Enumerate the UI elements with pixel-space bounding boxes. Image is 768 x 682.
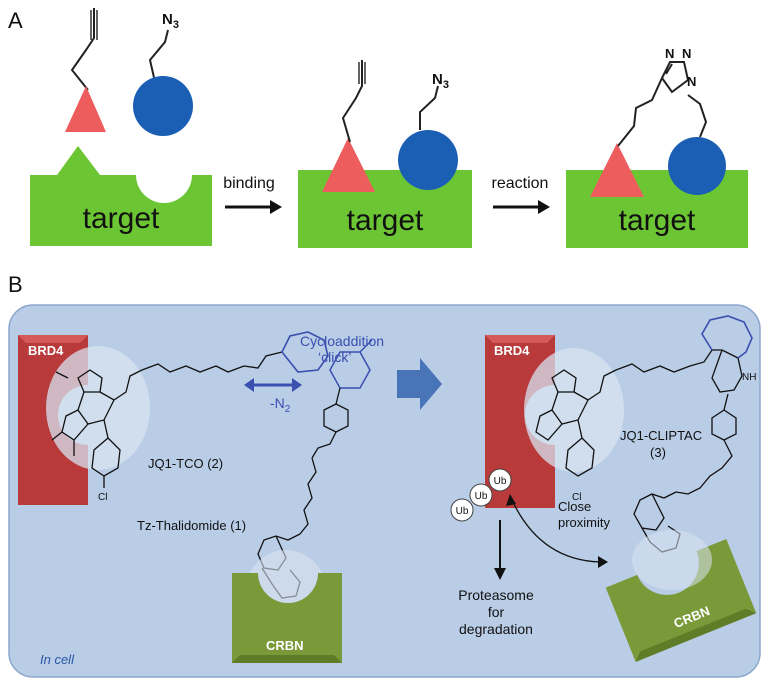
triazole-linker	[617, 77, 708, 147]
azide-label-2: N3	[432, 71, 449, 91]
alkyne-triple-bond	[90, 10, 98, 40]
alkyne-linker	[70, 8, 95, 91]
brd4-label: BRD4	[28, 343, 64, 358]
cycloaddition-label: Cycloaddition	[300, 333, 384, 349]
triazole-n3: N	[687, 74, 696, 89]
target-label-2: target	[347, 204, 424, 237]
ubiquitin-chain: Ub Ub Ub	[450, 468, 512, 522]
big-transition-arrow	[397, 358, 442, 410]
target-label: target	[83, 202, 160, 235]
cl-label-right: Cl	[572, 492, 581, 503]
proteasome-for-label: for	[488, 604, 505, 620]
jq1-cliptac-label: JQ1-CLIPTAC	[620, 428, 702, 443]
ub-label-2: Ub	[475, 491, 488, 502]
ligand-circle	[133, 76, 193, 136]
triazole-n2: N	[682, 46, 691, 61]
proteasome-degradation-label: degradation	[459, 621, 533, 637]
crbn-bevel-right	[635, 608, 757, 662]
thalidomide-halo-right	[632, 530, 712, 590]
click-label: ‘click’	[318, 349, 351, 365]
jq1-tco-label: JQ1-TCO (2)	[148, 456, 223, 471]
jq1-tco-structure	[51, 351, 283, 488]
cl-label: Cl	[98, 492, 107, 503]
alkyne-linker-2	[341, 60, 363, 143]
ligand-circle-3	[668, 137, 726, 195]
azide-linker-2	[419, 85, 439, 130]
ub-1	[450, 498, 474, 522]
ub-3	[488, 468, 512, 492]
jq1-cliptac-number: (3)	[650, 445, 666, 460]
jq1-binding-halo-left	[46, 346, 150, 470]
ub-label-1: Ub	[456, 506, 469, 517]
tz-thalidomide-label: Tz-Thalidomide (1)	[137, 518, 246, 533]
crbn-block	[232, 573, 342, 663]
proximity-arrowhead-end	[598, 556, 608, 568]
nh-label: NH	[742, 372, 756, 383]
n2-loss-label: -N2	[270, 395, 291, 415]
cyclooctane-ring	[701, 315, 753, 359]
ub-label-3: Ub	[494, 476, 507, 487]
proximity-arrow	[511, 499, 601, 563]
panel-b-label: B	[8, 272, 23, 297]
binding-label: binding	[223, 175, 275, 192]
tco-ring	[281, 331, 329, 373]
azide-label: N3	[162, 11, 179, 31]
crbn-left: CRBN	[232, 573, 342, 663]
ligand-triangle	[65, 86, 106, 132]
ligand-triangle-2	[322, 138, 375, 192]
proximity-label: proximity	[558, 515, 611, 530]
brd4-bevel	[18, 335, 88, 343]
proteasome-label: Proteasome	[458, 587, 534, 603]
ub-2	[469, 483, 493, 507]
crbn-label: CRBN	[266, 638, 304, 653]
target-block	[30, 146, 212, 246]
close-label: Close	[558, 499, 591, 514]
click-arrowhead-left	[244, 378, 254, 392]
crbn-bevel	[232, 655, 342, 663]
reaction-arrowhead	[538, 200, 550, 214]
alkyne-triple-bond-2	[358, 62, 366, 84]
azide-linker	[148, 29, 169, 83]
target-label-3: target	[619, 204, 696, 237]
crbn-block-right	[605, 538, 757, 662]
brd4-bevel-right	[485, 335, 555, 343]
reaction-label: reaction	[492, 175, 549, 192]
crbn-right: CRBN	[605, 538, 757, 662]
proteasome-arrowhead	[494, 568, 506, 580]
panel-a-label: A	[8, 8, 23, 33]
triazole-n1: N	[665, 46, 674, 61]
stage-1: N3 target	[30, 8, 212, 246]
stage-2: N3 target	[298, 60, 472, 248]
brd4-label-right: BRD4	[494, 343, 530, 358]
proximity-arrowhead-start	[506, 494, 516, 506]
stage-3: N N N target	[566, 46, 748, 248]
ligand-circle-2	[398, 130, 458, 190]
triazole-ring	[660, 61, 690, 94]
in-cell-label: In cell	[40, 652, 75, 667]
binding-arrowhead	[270, 200, 282, 214]
jq1-binding-halo-right	[524, 348, 624, 472]
click-arrowhead-right	[292, 378, 302, 392]
ligand-triangle-3	[590, 143, 644, 197]
